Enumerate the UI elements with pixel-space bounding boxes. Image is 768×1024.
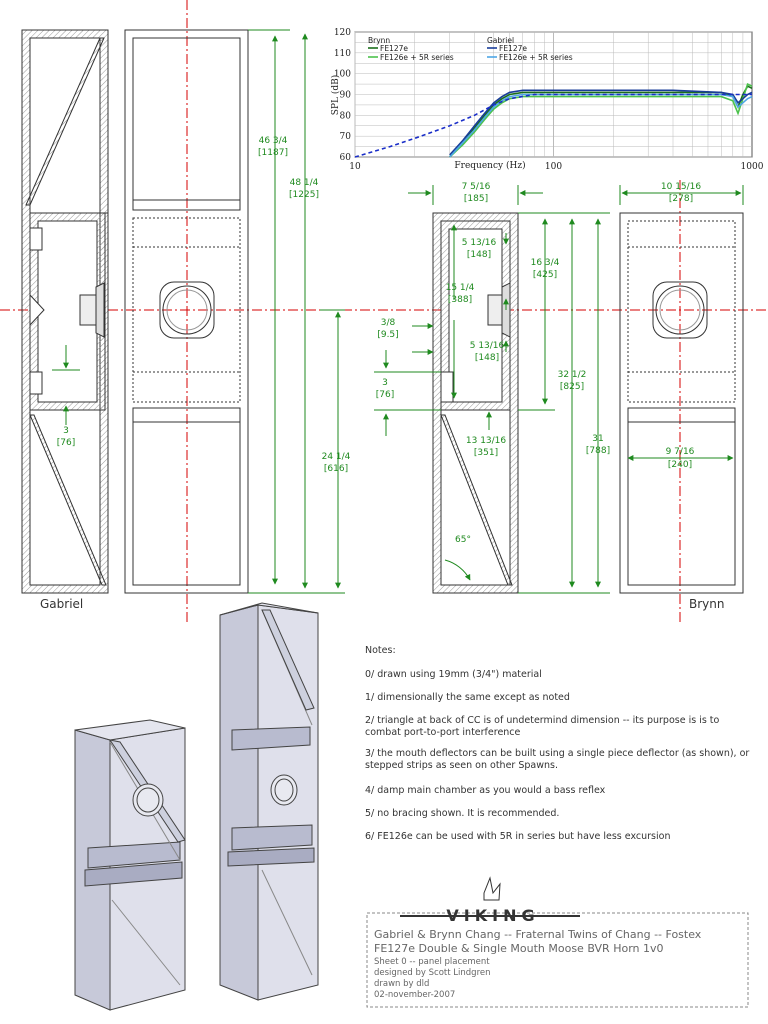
legend-label: FE127e <box>499 44 527 53</box>
dim-text: [9.5] <box>377 330 398 340</box>
dim-text: [825] <box>560 382 584 392</box>
gabriel-label: Gabriel <box>40 597 83 611</box>
dim-text: 5 13/16 <box>470 341 505 351</box>
legend-label: FE126e + 5R series <box>380 53 454 62</box>
chart-series <box>354 82 753 158</box>
dim-text: 48 1/4 <box>290 178 319 188</box>
brynn-front-view <box>619 212 744 594</box>
series-line <box>449 82 753 158</box>
x-tick-label: 100 <box>545 162 562 172</box>
dim-text: 16 3/4 <box>531 258 560 268</box>
title-line-2: FE127e Double & Single Mouth Moose BVR H… <box>374 942 664 955</box>
legend-group-title: Gabriel <box>487 36 514 45</box>
cabinet-labels: Gabriel Brynn <box>40 597 724 611</box>
brynn-label: Brynn <box>689 597 724 611</box>
gabriel-side-section <box>21 29 109 594</box>
dim-text: 3 <box>382 378 388 388</box>
title-line-6: 02-november-2007 <box>374 990 456 1000</box>
center-lines <box>0 0 768 625</box>
dim-text: 15 1/4 <box>446 283 475 293</box>
legend-group-title: Brynn <box>368 36 390 45</box>
chart-grid <box>354 31 752 158</box>
chart-xlabel: Frequency (Hz) <box>454 160 525 171</box>
dim-text: [388] <box>448 295 472 305</box>
note-item: 6/ FE126e can be used with 5R in series … <box>365 831 671 842</box>
dim-text: 3 <box>63 426 69 436</box>
y-tick-label: 80 <box>340 111 352 121</box>
dim-text: [76] <box>57 438 75 448</box>
dim-text: 46 3/4 <box>259 136 288 146</box>
dimension-texts: 46 3/4 [1187] 48 1/4 [1225] 24 1/4 [616]… <box>57 136 702 545</box>
dim-text: [1187] <box>258 148 288 158</box>
dimension-lines <box>52 29 744 594</box>
dim-text: [616] <box>324 464 348 474</box>
frequency-response-chart: 60 70 80 90 100 110 120 10 100 1000 SPL (dB) Freq… <box>330 28 764 172</box>
chart-ylabel: SPL (dB) <box>330 75 341 115</box>
chart-ticks: 60 70 80 90 100 110 120 10 100 1000 <box>334 28 764 172</box>
title-line-5: drawn by dld <box>374 979 430 989</box>
title-block-border <box>366 912 749 1008</box>
series-line <box>449 85 753 158</box>
dim-text: 5 13/16 <box>462 238 497 248</box>
dim-text: 10 15/16 <box>661 182 702 192</box>
dim-text: 7 5/16 <box>462 182 491 192</box>
gabriel-3d-view <box>74 719 186 1011</box>
title-line-3: Sheet 0 -- panel placement <box>374 957 490 967</box>
dim-text: [278] <box>669 194 693 204</box>
series-line <box>449 89 753 156</box>
y-tick-label: 90 <box>340 91 352 101</box>
dim-text: [76] <box>376 390 394 400</box>
y-tick-label: 70 <box>340 132 352 142</box>
series-line <box>354 93 752 158</box>
note-item: 2/ triangle at back of CC is of undeterm… <box>365 715 720 738</box>
viking-logo: VIKING <box>400 876 580 925</box>
dim-text: 9 7/16 <box>666 447 695 457</box>
dim-text: [425] <box>533 270 557 280</box>
dim-text: [148] <box>467 250 491 260</box>
series-line <box>449 93 753 158</box>
dim-text: [788] <box>586 446 610 456</box>
dim-text: [351] <box>474 448 498 458</box>
dim-text: 31 <box>592 434 603 444</box>
y-tick-label: 60 <box>340 153 352 163</box>
dim-text: 3/8 <box>381 318 396 328</box>
brynn-3d-view <box>219 602 319 1001</box>
x-tick-label: 1000 <box>741 162 764 172</box>
title-line-4: designed by Scott Lindgren <box>374 968 491 978</box>
gabriel-front-view <box>124 29 249 594</box>
legend-label: FE126e + 5R series <box>499 53 573 62</box>
notes-heading: Notes: <box>365 645 396 656</box>
logo-text: VIKING <box>446 906 539 925</box>
y-tick-label: 120 <box>334 28 351 38</box>
angle-text: 65° <box>455 535 471 545</box>
y-tick-label: 110 <box>334 49 351 59</box>
dim-text: [148] <box>475 353 499 363</box>
dim-text: 13 13/16 <box>466 436 507 446</box>
note-item: 3/ the mouth deflectors can be built usi… <box>365 748 750 771</box>
legend-label: FE127e <box>380 44 408 53</box>
note-item: 0/ drawn using 19mm (3/4") material <box>365 669 542 680</box>
y-tick-label: 100 <box>334 70 351 80</box>
note-item: 1/ dimensionally the same except as note… <box>365 692 570 703</box>
note-item: 4/ damp main chamber as you would a bass… <box>365 785 606 796</box>
brynn-side-section <box>432 212 519 594</box>
dim-text: [240] <box>668 460 692 470</box>
dim-text: [1225] <box>289 190 319 200</box>
dim-text: [185] <box>464 194 488 204</box>
title-line-1: Gabriel & Brynn Chang -- Fraternal Twins… <box>374 928 702 941</box>
dim-text: 32 1/2 <box>558 370 587 380</box>
note-item: 5/ no bracing shown. It is recommended. <box>365 808 560 819</box>
dim-text: 24 1/4 <box>322 452 351 462</box>
x-tick-label: 10 <box>349 162 361 172</box>
